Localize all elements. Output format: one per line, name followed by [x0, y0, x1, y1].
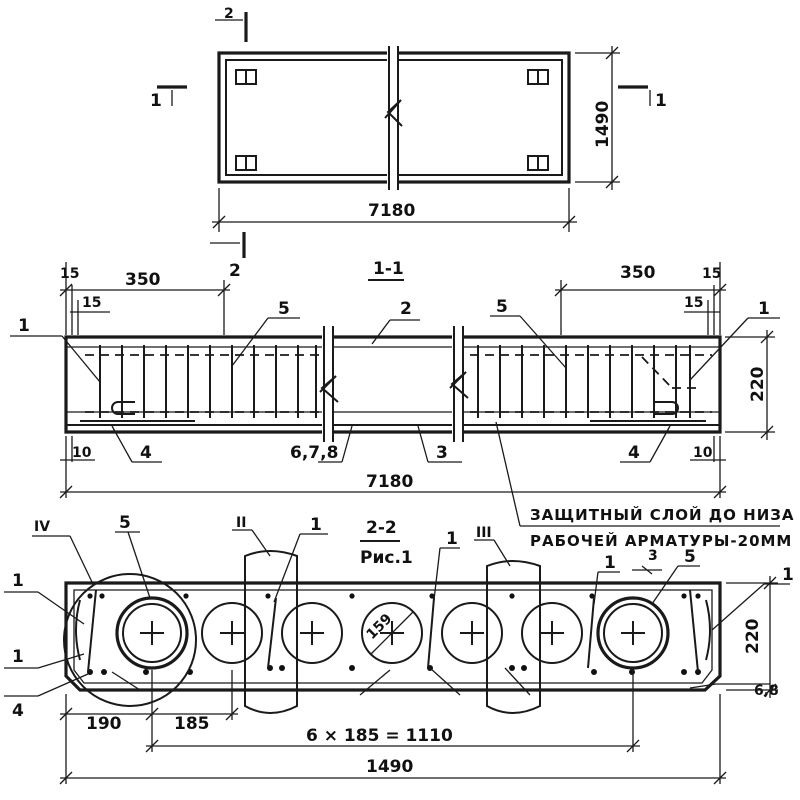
plan-cut-mark: 2	[224, 6, 234, 22]
callout-1-left: 1	[18, 316, 30, 336]
callout-1-mid: 1	[446, 529, 458, 549]
callout-5-right-2: 5	[684, 547, 696, 567]
callout-1-left-a: 1	[12, 571, 24, 591]
dim-right-span: 350	[620, 263, 656, 283]
dim-3: 3	[648, 548, 658, 564]
callout-1-right-a: 1	[604, 553, 616, 573]
callout-5-right: 5	[496, 297, 508, 317]
rebar-dots	[87, 593, 701, 675]
dim-total: 1490	[366, 757, 413, 777]
dim-height: 220	[748, 366, 768, 402]
lifting-loop	[527, 155, 549, 171]
beam-outline	[64, 335, 722, 434]
hollow-core	[596, 596, 670, 670]
dim-left-span: 350	[125, 270, 161, 290]
dim-right-inner: 15	[684, 295, 703, 311]
dim-height-2: 220	[743, 618, 763, 654]
hook-left	[111, 401, 135, 415]
lifting-loop	[235, 155, 257, 171]
node-IV-circle	[63, 573, 197, 707]
hollow-core	[521, 602, 583, 664]
section-2-2-title: 2-2	[366, 518, 397, 538]
callout-3: 3	[436, 443, 448, 463]
dim-bottom-right: 10	[693, 445, 713, 461]
note-line-1: ЗАЩИТНЫЙ СЛОЙ ДО НИЗА	[530, 505, 795, 524]
node-II-label: II	[236, 515, 246, 531]
note-line-2: РАБОЧЕЙ АРМАТУРЫ-20ММ	[530, 531, 792, 550]
callout-6-7-8: 6,7,8	[290, 443, 338, 463]
callout-4-left: 4	[140, 443, 152, 463]
stirrups-left	[99, 345, 317, 418]
node-IV-label: IV	[34, 519, 50, 535]
callout-2: 2	[400, 299, 412, 319]
dim-bottom-left: 10	[72, 445, 92, 461]
callout-1-left-b: 1	[12, 647, 24, 667]
node-III-label: III	[476, 525, 492, 541]
hollow-core	[201, 602, 263, 664]
mesh-bar	[689, 589, 699, 673]
dim-chain: 6 × 185 = 1110	[306, 726, 453, 746]
dim-right-edge: 15	[702, 266, 721, 282]
slab-outline	[64, 581, 722, 692]
node-II-outline	[244, 550, 298, 714]
mesh-bar	[587, 597, 595, 669]
mesh-bar	[87, 589, 97, 673]
mesh-bar	[427, 597, 435, 669]
hollow-core	[281, 602, 343, 664]
callout-5-left: 5	[278, 299, 290, 319]
section-1-1: 1-1 2	[10, 232, 795, 550]
lifting-loop	[527, 69, 549, 85]
section-mark-right: 1	[655, 91, 667, 111]
callout-4-2: 4	[12, 701, 24, 721]
note-leader	[495, 421, 521, 527]
node-III-outline	[486, 560, 541, 714]
section-2-2: 2-2 Рис.1 159	[4, 513, 794, 785]
break-symbol	[384, 99, 403, 127]
dim-length: 7180	[366, 472, 413, 492]
lifting-loop	[235, 69, 257, 85]
callout-4-right: 4	[628, 443, 640, 463]
hook-right	[655, 401, 679, 415]
callout-1-far-right: 1	[782, 565, 794, 585]
plan-height-dim: 1490	[593, 101, 613, 148]
callout-5-left-2: 5	[119, 513, 131, 533]
stirrups-right	[477, 345, 691, 418]
dim-left-edge: 15	[60, 266, 79, 282]
hollow-core	[441, 602, 503, 664]
callout-1-right: 1	[758, 299, 770, 319]
dim-190: 190	[86, 714, 122, 734]
dim-185: 185	[174, 714, 210, 734]
plan-view: 1 1 2 1490 7180	[150, 6, 667, 232]
section-mark-left: 1	[150, 91, 162, 111]
callout-1-II: 1	[310, 515, 322, 535]
section-cut-mark: 2	[229, 261, 241, 281]
mesh-bar	[267, 597, 277, 669]
dim-left-inner: 15	[82, 295, 101, 311]
section-1-1-title: 1-1	[373, 259, 404, 279]
section-2-2-subtitle: Рис.1	[360, 548, 413, 568]
hollow-core	[115, 596, 189, 670]
plan-width-dim: 7180	[368, 201, 415, 221]
